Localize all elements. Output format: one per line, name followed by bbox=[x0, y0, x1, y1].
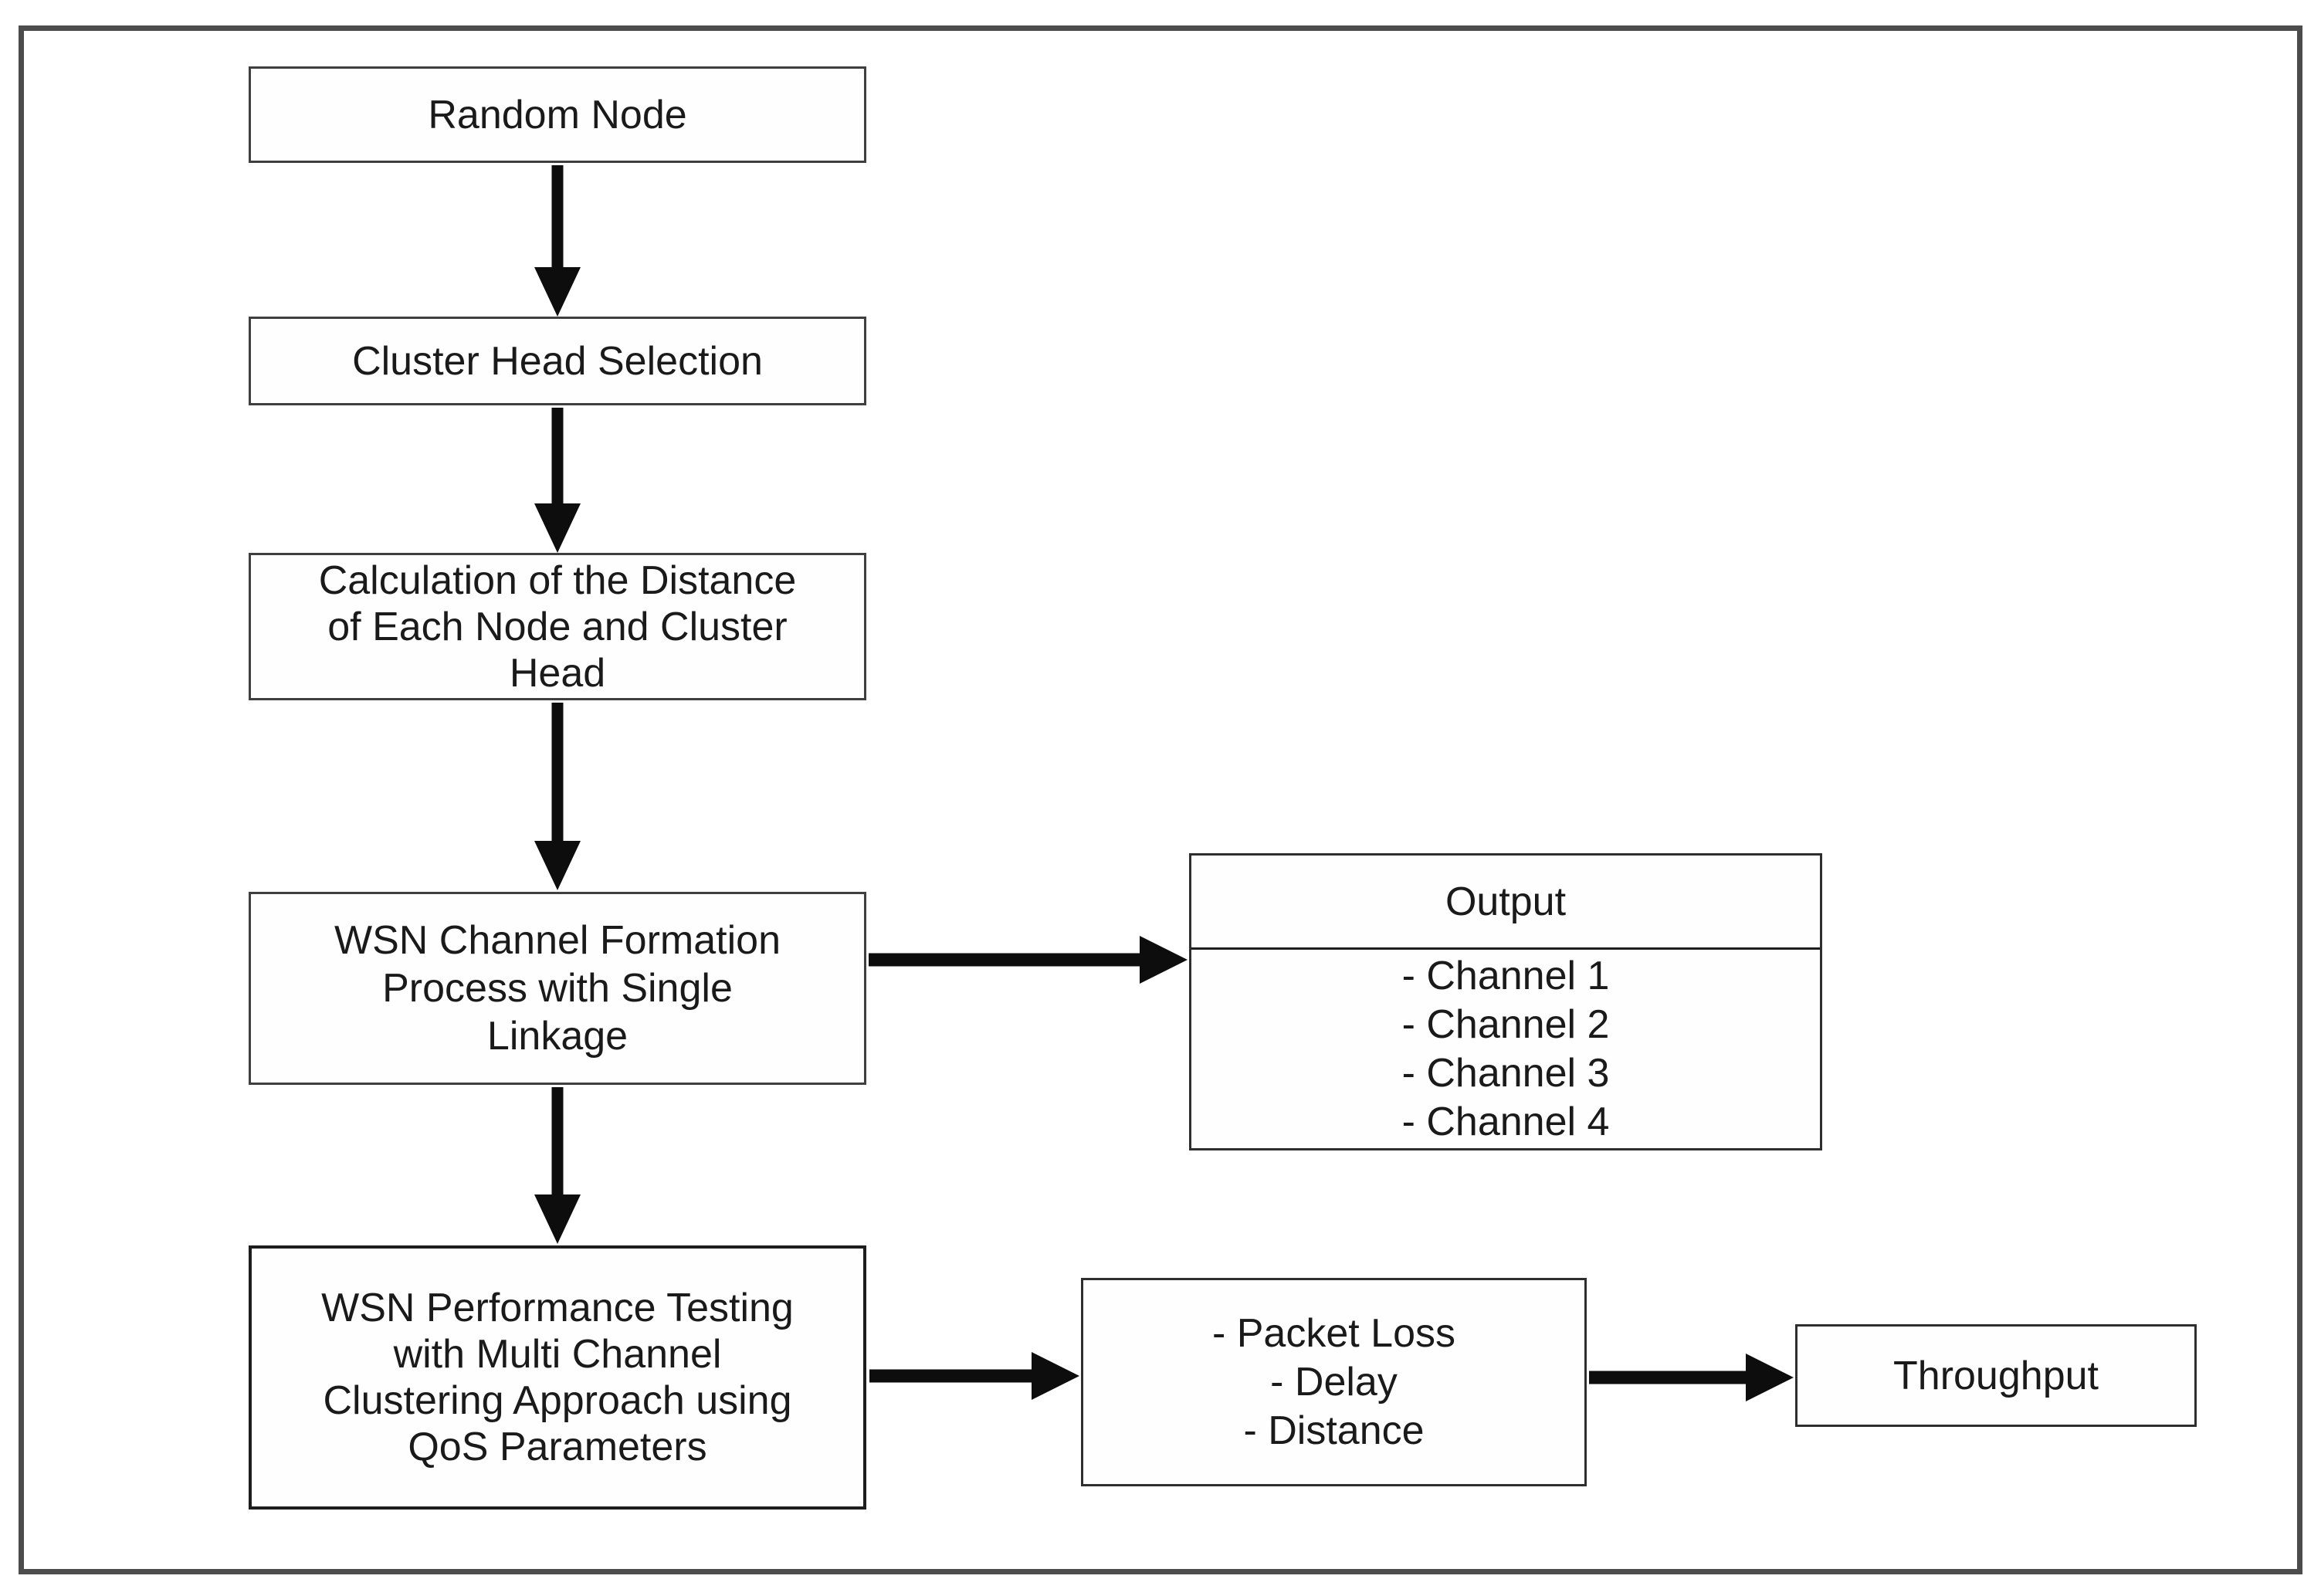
node-label-line: Head bbox=[509, 650, 606, 696]
node-label-line: with Multi Channel bbox=[393, 1332, 722, 1377]
node-label-line: Clustering Approach using bbox=[323, 1378, 792, 1423]
node-channel-formation: WSN Channel Formation Process with Singl… bbox=[249, 892, 866, 1085]
node-output: Output - Channel 1 - Channel 2 - Channel… bbox=[1189, 853, 1822, 1150]
arrow-head-icon bbox=[534, 1194, 581, 1244]
arrow-shaft bbox=[551, 165, 564, 267]
node-label-line: QoS Parameters bbox=[408, 1425, 707, 1469]
node-label-line: Process with Single bbox=[382, 966, 733, 1011]
node-label-line: WSN Performance Testing bbox=[321, 1286, 794, 1330]
output-title: Output bbox=[1191, 856, 1820, 950]
node-label: Cluster Head Selection bbox=[352, 338, 763, 384]
arrow-shaft bbox=[551, 408, 564, 503]
output-channel-list: - Channel 1 - Channel 2 - Channel 3 - Ch… bbox=[1191, 950, 1820, 1148]
node-label-line: WSN Channel Formation bbox=[334, 918, 781, 963]
arrow-shaft bbox=[869, 1369, 1032, 1383]
node-label: Throughput bbox=[1893, 1353, 2099, 1398]
node-label-line: of Each Node and Cluster bbox=[327, 604, 788, 649]
node-random-node: Random Node bbox=[249, 66, 866, 163]
arrow-head-icon bbox=[534, 267, 581, 317]
node-throughput: Throughput bbox=[1795, 1324, 2197, 1427]
metric-item: - Distance bbox=[1243, 1408, 1425, 1453]
down-arrow-random-to-cluster bbox=[534, 165, 581, 317]
arrow-head-icon bbox=[1140, 936, 1188, 984]
down-arrow-cluster-to-calculation bbox=[534, 408, 581, 553]
arrow-shaft bbox=[869, 953, 1140, 967]
output-channel-item: - Channel 3 bbox=[1401, 1050, 1610, 1096]
metric-item: - Delay bbox=[1270, 1359, 1398, 1405]
output-channel-item: - Channel 4 bbox=[1401, 1099, 1610, 1144]
node-distance-calculation: Calculation of the Distance of Each Node… bbox=[249, 553, 866, 700]
node-label-line: Linkage bbox=[486, 1014, 629, 1059]
arrow-head-icon bbox=[1746, 1354, 1794, 1401]
arrow-head-icon bbox=[534, 841, 581, 890]
right-arrow-metrics-to-throughput bbox=[1589, 1354, 1794, 1401]
node-label-line: Calculation of the Distance bbox=[318, 557, 797, 603]
right-arrow-channel-formation-to-output bbox=[869, 936, 1188, 984]
right-arrow-performance-to-metrics bbox=[869, 1352, 1079, 1400]
node-qos-metrics: - Packet Loss - Delay - Distance bbox=[1081, 1278, 1587, 1486]
node-label: Random Node bbox=[428, 92, 687, 137]
metric-item: - Packet Loss bbox=[1211, 1310, 1456, 1356]
down-arrow-channel-formation-to-performance bbox=[534, 1087, 581, 1244]
node-cluster-head-selection: Cluster Head Selection bbox=[249, 317, 866, 405]
arrow-head-icon bbox=[534, 503, 581, 553]
output-channel-item: - Channel 1 bbox=[1401, 953, 1610, 998]
down-arrow-calculation-to-channel-formation bbox=[534, 703, 581, 890]
arrow-shaft bbox=[551, 703, 564, 841]
arrow-shaft bbox=[551, 1087, 564, 1194]
arrow-head-icon bbox=[1032, 1352, 1079, 1400]
output-channel-item: - Channel 2 bbox=[1401, 1001, 1610, 1047]
node-performance-testing: WSN Performance Testing with Multi Chann… bbox=[249, 1245, 866, 1510]
arrow-shaft bbox=[1589, 1371, 1746, 1384]
